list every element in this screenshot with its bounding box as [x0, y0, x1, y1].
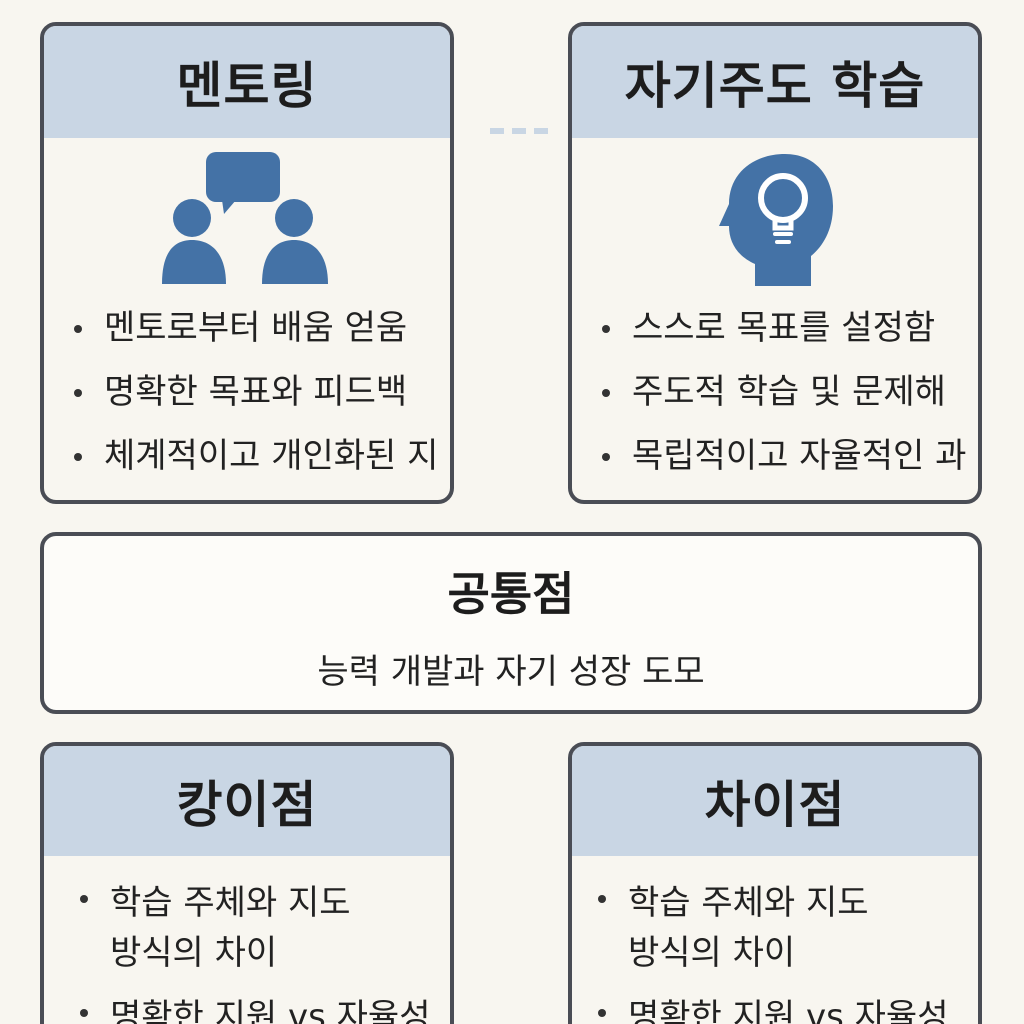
list-item: 스스로 목표를 설정함	[602, 308, 978, 372]
list-item: 주도적 학습 및 문제해	[602, 372, 978, 436]
mentoring-card: 멘토링 멘토로부터 배움 얻움 명확한 목표와 피드백 체계적이고 개인화된 지	[40, 22, 454, 504]
list-item: 멘토로부터 배움 얻움	[74, 308, 450, 372]
self-directed-list: 스스로 목표를 설정함 주도적 학습 및 문제해 목립적이고 자율적인 과	[572, 308, 978, 500]
similarity-list: 학습 주체와 지도 방식의 차이 명확한 지원 vs 자율성	[44, 878, 450, 1024]
connector-line	[490, 128, 552, 134]
mentoring-list: 멘토로부터 배움 얻움 명확한 목표와 피드백 체계적이고 개인화된 지	[44, 308, 450, 500]
list-item: 명확한 지원 vs 자율성	[80, 992, 450, 1024]
mentoring-card-title: 멘토링	[44, 26, 450, 138]
difference-card-title: 차이점	[572, 746, 978, 856]
difference-list: 학습 주체와 지도 방식의 차이 명확한 지원 vs 자율성	[572, 878, 978, 1024]
common-card: 공통점 능력 개발과 자기 성장 도모	[40, 532, 982, 714]
common-card-title: 공통점	[447, 567, 575, 621]
difference-card: 차이점 학습 주체와 지도 방식의 차이 명확한 지원 vs 자율성	[568, 742, 982, 1024]
list-item: 체계적이고 개인화된 지	[74, 436, 450, 500]
common-card-subtitle: 능력 개발과 자기 성장 도모	[317, 652, 705, 692]
similarity-card: 캉이점 학습 주체와 지도 방식의 차이 명확한 지원 vs 자율성	[40, 742, 454, 1024]
similarity-card-title: 캉이점	[44, 746, 450, 856]
self-directed-card-title: 자기주도 학습	[572, 26, 978, 138]
list-item: 학습 주체와 지도 방식의 차이	[598, 878, 978, 978]
head-lightbulb-icon	[572, 152, 978, 286]
list-item: 명확한 목표와 피드백	[74, 372, 450, 436]
list-item: 목립적이고 자율적인 과	[602, 436, 978, 500]
list-item: 학습 주체와 지도 방식의 차이	[80, 878, 450, 978]
two-people-chat-icon	[44, 152, 450, 286]
list-item: 명확한 지원 vs 자율성	[598, 992, 978, 1024]
self-directed-card: 자기주도 학습 스스로 목표를 설정함 주도적 학습 및 문제해 목립적이고 자…	[568, 22, 982, 504]
